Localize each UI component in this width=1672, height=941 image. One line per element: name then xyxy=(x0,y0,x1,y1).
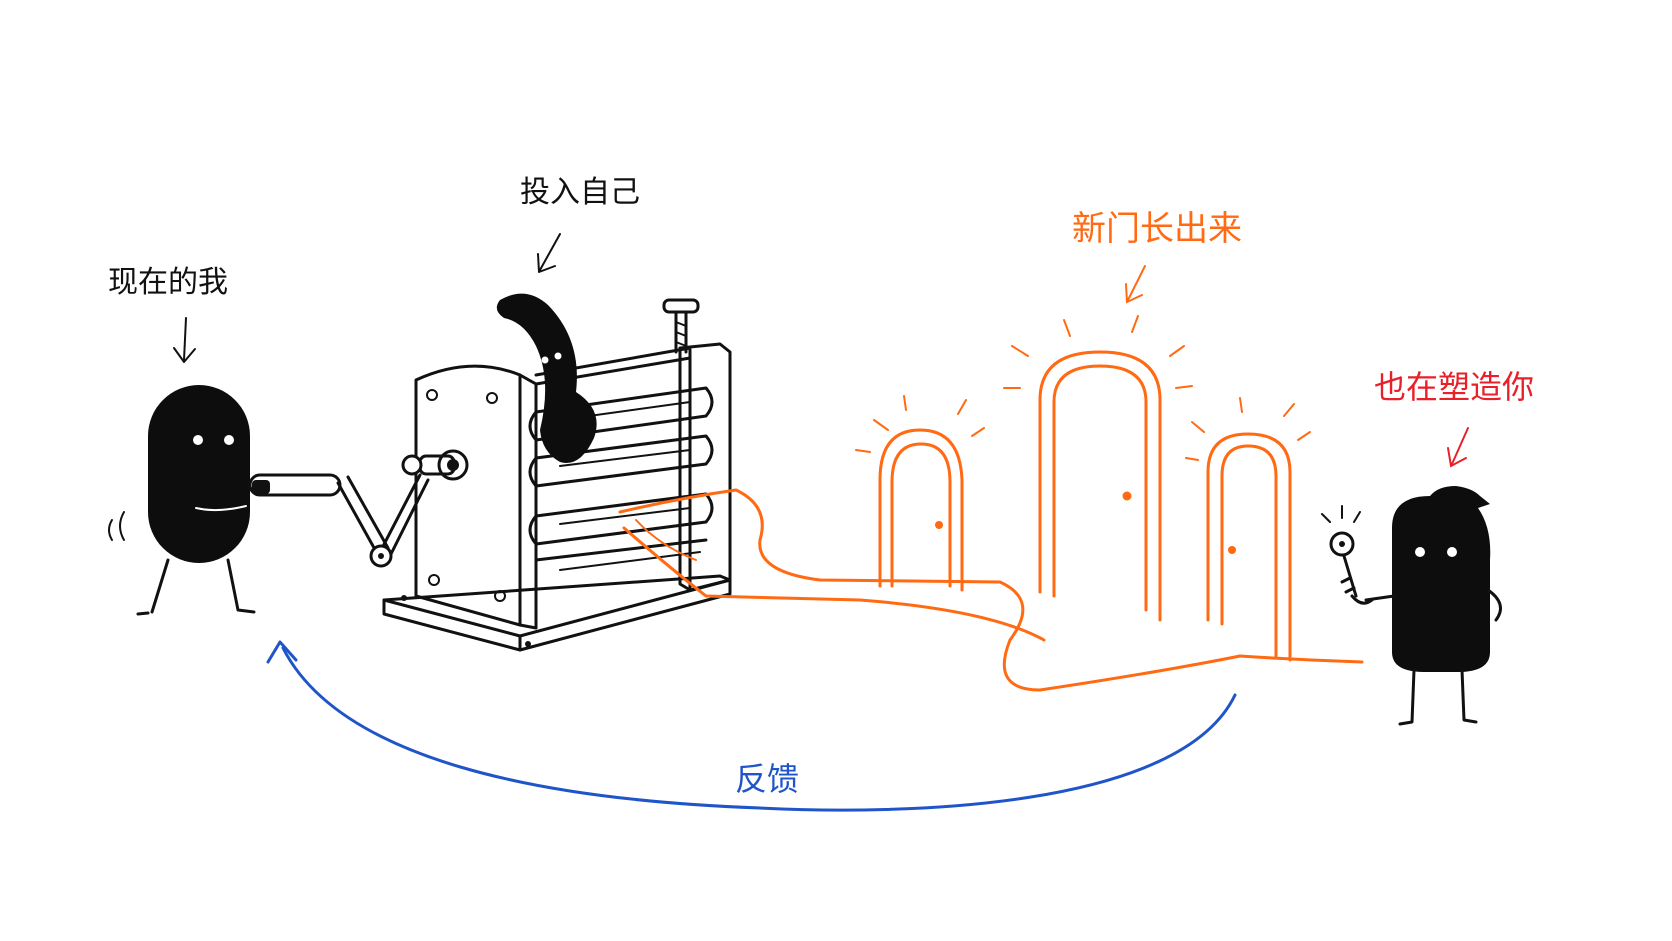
arrow-invest-self xyxy=(537,233,561,273)
feedback-arc xyxy=(281,646,1237,812)
door-small-left xyxy=(890,442,952,588)
door-small-right xyxy=(1220,444,1278,658)
door-glow-rays xyxy=(855,315,1311,461)
shaping-you-character xyxy=(1364,486,1502,726)
crank-handle xyxy=(248,473,430,568)
feedback-arrowhead xyxy=(266,640,298,664)
arrow-shaping-you xyxy=(1447,427,1469,468)
label-shaping-you: 也在塑造你 xyxy=(1374,368,1534,406)
self-blob-entering-machine xyxy=(496,293,597,463)
current-self-character xyxy=(108,385,256,616)
arrow-new-doors xyxy=(1125,265,1146,304)
label-invest-self: 投入自己 xyxy=(520,175,640,210)
door-tall-center xyxy=(1052,364,1148,612)
label-new-doors: 新门长出来 xyxy=(1072,209,1242,249)
key-icon xyxy=(1321,505,1374,605)
arrow-current-self xyxy=(173,317,196,363)
orange-sheet-output xyxy=(618,350,1364,692)
label-feedback: 反馈 xyxy=(735,760,799,798)
label-current-self: 现在的我 xyxy=(108,265,228,300)
